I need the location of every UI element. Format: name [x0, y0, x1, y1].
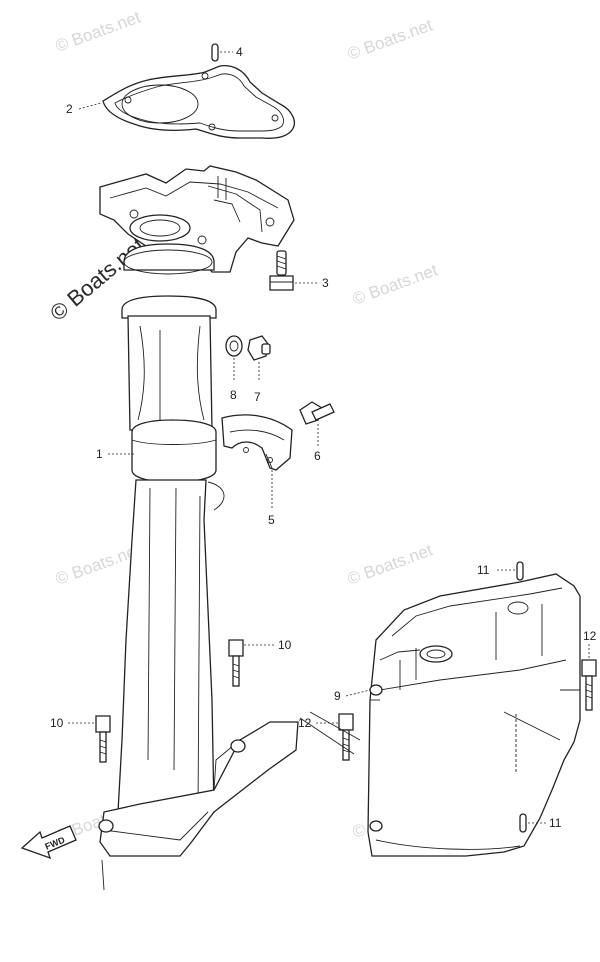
part-12-bolt-right [581, 644, 597, 711]
callout-10: 10 [50, 716, 64, 730]
part-11-dowel-pin-upper [497, 561, 524, 581]
part-10-bolt-upper [228, 639, 274, 687]
part-11-dowel-pin-lower [519, 813, 546, 833]
part-12-bolt-left [316, 713, 354, 761]
watermark: © Boats.net [345, 15, 435, 63]
callout-6: 6 [314, 449, 321, 463]
watermark: © Boats.net [345, 540, 435, 588]
fwd-arrow: FWD [20, 825, 77, 860]
part-10-bolt-lower [68, 715, 111, 763]
part-3-bolt [269, 250, 318, 291]
part-9-lower-cover [299, 573, 581, 857]
callout-11: 11 [549, 816, 562, 830]
callout-10: 10 [278, 638, 292, 652]
part-7-plug [247, 335, 271, 382]
callout-5: 5 [268, 513, 275, 527]
part-5-clamp [221, 414, 293, 510]
callouts: 4 2 3 8 7 6 1 5 11 12 10 9 12 10 11 [50, 45, 597, 830]
callout-12: 12 [583, 629, 597, 643]
part-1-driveshaft-housing [98, 165, 299, 891]
callout-2: 2 [66, 102, 73, 116]
callout-12: 12 [298, 716, 312, 730]
callout-9: 9 [334, 689, 341, 703]
part-4-dowel-pin [211, 43, 233, 62]
callout-8: 8 [230, 388, 237, 402]
callout-11: 11 [477, 563, 490, 577]
watermark: © Boats.net [53, 7, 143, 55]
callout-3: 3 [322, 276, 329, 290]
part-2-gasket [78, 64, 295, 139]
watermark: © Boats.net [350, 260, 440, 308]
callout-7: 7 [254, 390, 261, 404]
part-8-washer [225, 335, 243, 382]
callout-4: 4 [236, 45, 243, 59]
part-6-bolt [299, 401, 335, 446]
callout-1: 1 [96, 447, 103, 461]
